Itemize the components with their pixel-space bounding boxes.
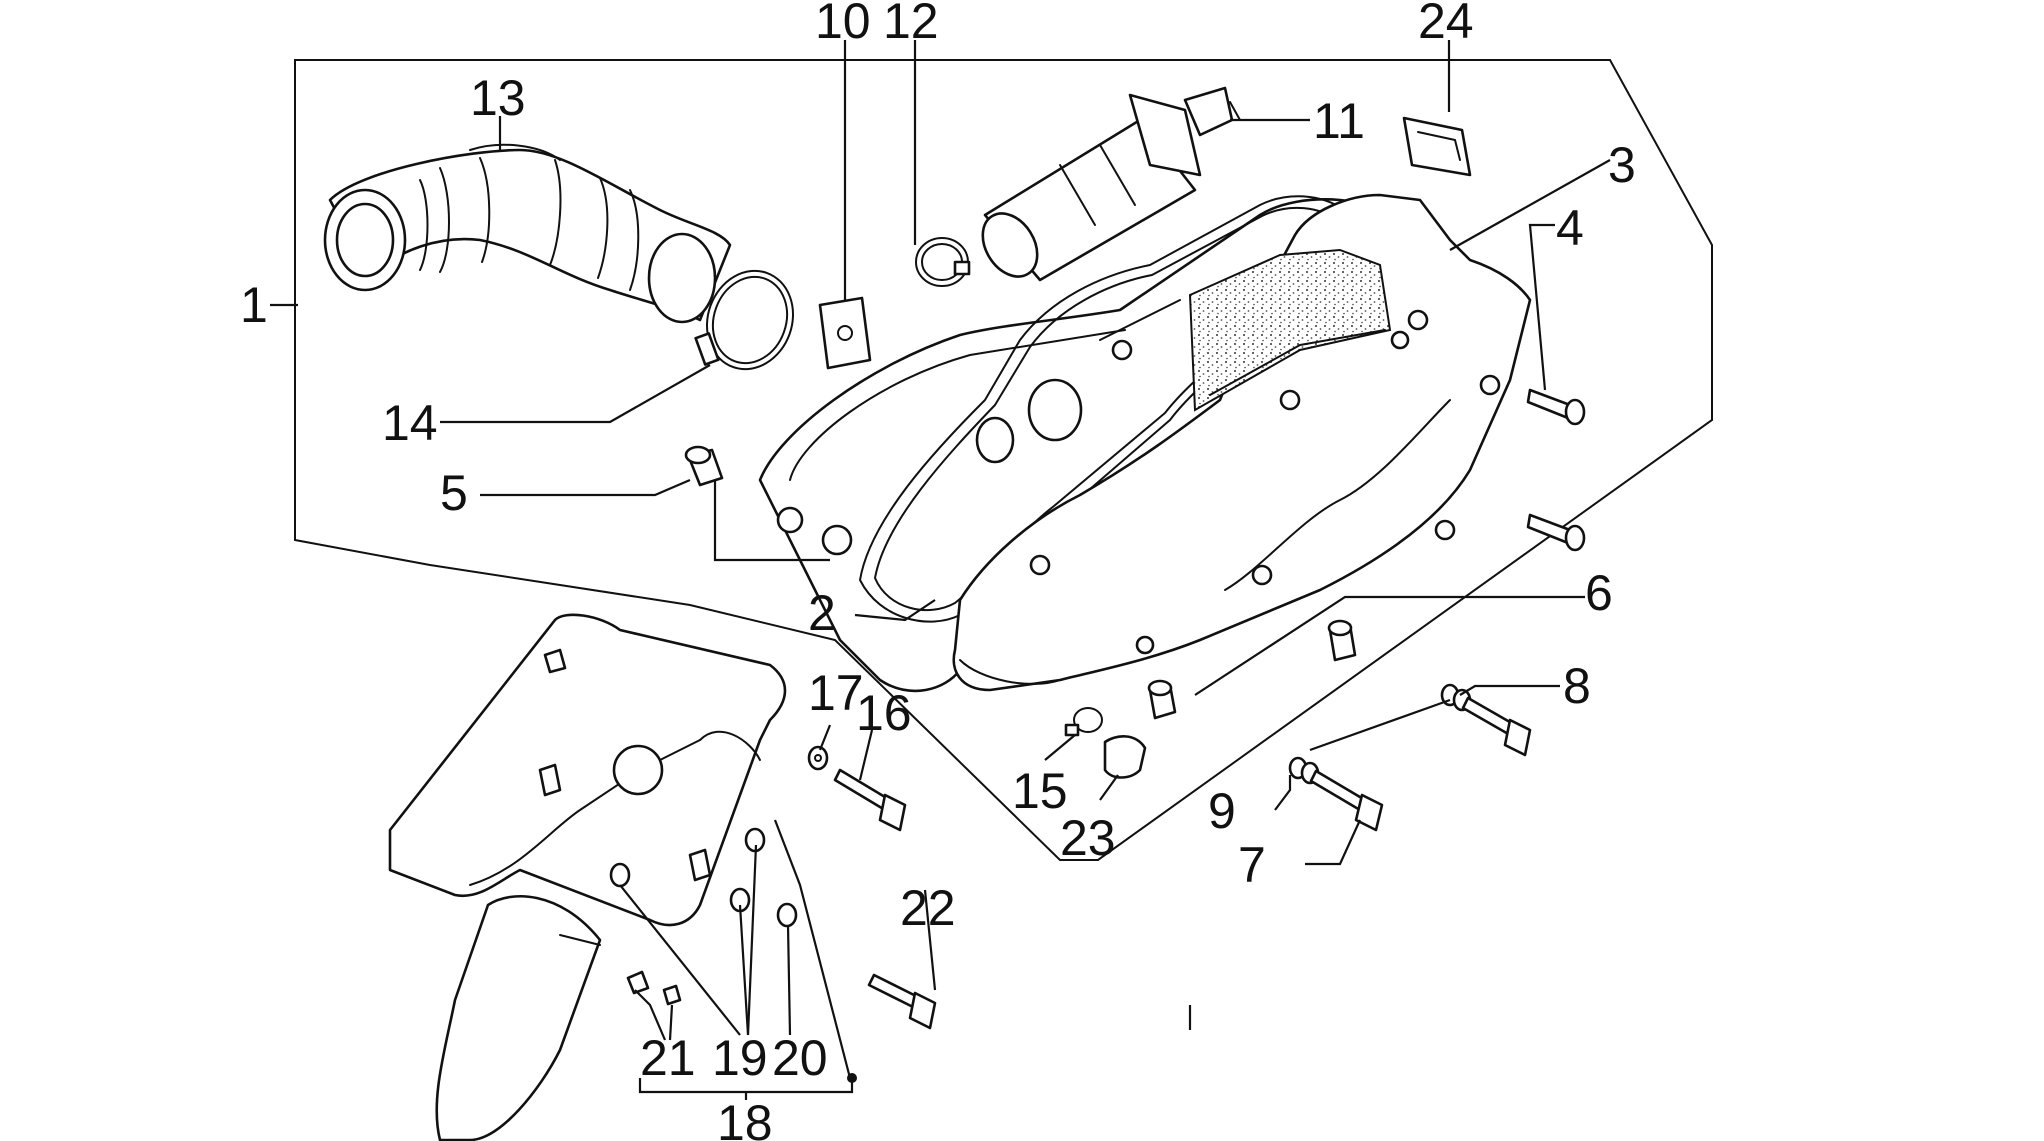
leader-lines: [270, 40, 1611, 1100]
filter-housing-body: [952, 193, 1532, 692]
callout-17: 17: [808, 665, 864, 721]
bullet-marker: [847, 1073, 857, 1083]
shroud-flap: [435, 894, 602, 1141]
callout-5: 5: [440, 465, 468, 521]
callout-6: 6: [1585, 565, 1613, 621]
bolts-lower: [833, 768, 937, 1030]
callout-1: 1: [240, 277, 268, 333]
rivets: [626, 970, 682, 1006]
spacers: [1147, 619, 1357, 720]
callout-16: 16: [856, 685, 912, 741]
callout-4: 4: [1556, 200, 1584, 256]
hose-clamp-large: [694, 269, 795, 371]
screws: [1526, 388, 1586, 552]
washers: [609, 745, 829, 928]
callout-20: 20: [772, 1030, 828, 1086]
small-clamp-and-cap: [1064, 707, 1147, 779]
clip-nut: [818, 296, 872, 370]
clip: [1402, 116, 1472, 177]
callout-9: 9: [1208, 783, 1236, 839]
callout-labels: 1 2 3 4 5 6 7 8 9 10 11 12 13 14 15 16 1…: [240, 0, 1636, 1141]
assembly-frame: [294, 59, 1713, 861]
callout-12: 12: [883, 0, 939, 49]
callout-24: 24: [1418, 0, 1474, 49]
callout-10: 10: [815, 0, 871, 49]
callout-18: 18: [717, 1095, 773, 1141]
callout-14: 14: [382, 395, 438, 451]
callout-23: 23: [1060, 810, 1116, 866]
callout-7: 7: [1238, 837, 1266, 893]
callout-21: 21: [640, 1030, 696, 1086]
hose-clamp-small: [915, 237, 971, 287]
callout-11: 11: [1313, 93, 1365, 149]
callout-2: 2: [808, 585, 836, 641]
air-tube: [981, 86, 1241, 282]
lower-shroud: [388, 613, 787, 927]
callout-8: 8: [1563, 658, 1591, 714]
grommet: [684, 445, 724, 487]
callout-15: 15: [1012, 763, 1068, 819]
bolts-and-washers: [1288, 683, 1532, 832]
callout-3: 3: [1608, 137, 1636, 193]
intake-hose: [323, 143, 732, 324]
callout-13: 13: [470, 70, 526, 126]
callout-19: 19: [712, 1030, 768, 1086]
callout-22: 22: [900, 880, 956, 936]
